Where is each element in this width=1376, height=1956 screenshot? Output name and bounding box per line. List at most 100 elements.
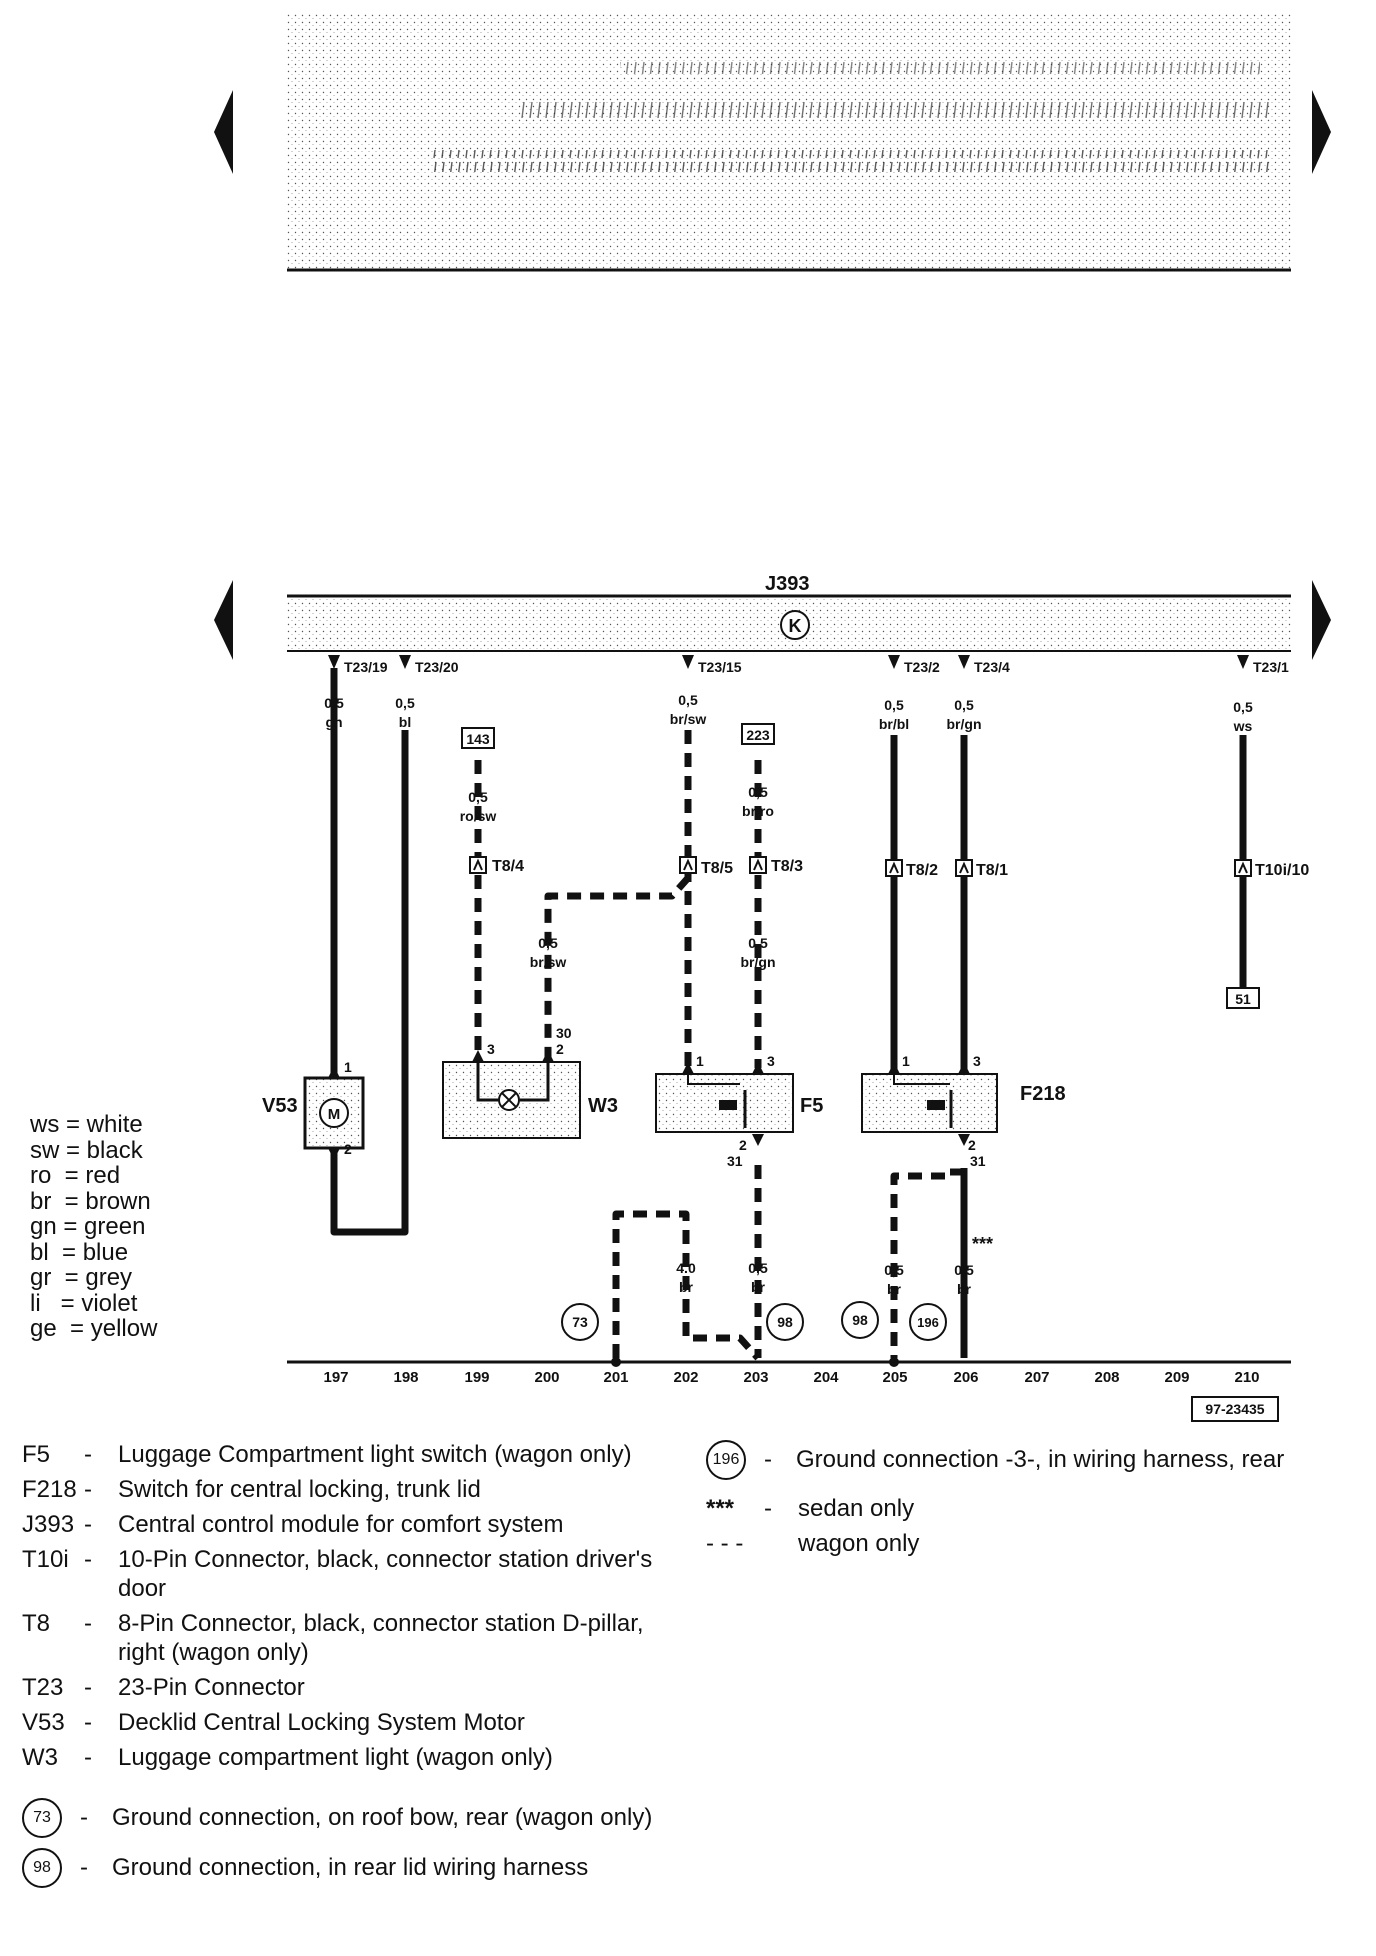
reference-boxes: 143 223 51 [461, 723, 1260, 1009]
motor-icon [319, 1098, 349, 1128]
wire-color: br [751, 1279, 766, 1295]
wire-size: 0,5 [954, 697, 974, 713]
wire-size: 0,5 [748, 935, 768, 951]
pin-number: 3 [487, 1041, 495, 1057]
color-legend-item: sw = black [30, 1136, 143, 1164]
column-number: 203 [743, 1369, 768, 1386]
wire-color: br/gn [741, 954, 776, 970]
legend-description: Ground connection, in rear lid wiring ha… [112, 1854, 589, 1881]
module-j393-bar: K J393 [287, 573, 1291, 652]
legend-description: Ground connection, on roof bow, rear (wa… [112, 1804, 653, 1831]
wire-color: br/bl [879, 716, 909, 732]
legend-description: Central control module for comfort syste… [118, 1511, 564, 1538]
connector-label: T8/4 [492, 858, 524, 875]
legend-code: F5 [22, 1441, 51, 1468]
legend-ground-row: 73 - Ground connection, on roof bow, rea… [22, 1798, 662, 1838]
wire-size: 0,5 [395, 695, 415, 711]
wire-size: 0,5 [538, 935, 558, 951]
legend-separator: - [764, 1495, 772, 1522]
legend-description: 23-Pin Connector [118, 1674, 305, 1701]
column-number: 199 [464, 1369, 489, 1386]
color-abbreviation-legend: ws = white sw = black ro = red br = brow… [30, 1112, 157, 1342]
ground-label: 98 [852, 1312, 868, 1328]
connector-symbol-marks [473, 858, 1248, 874]
legend-description: Switch for central locking, trunk lid [118, 1476, 481, 1503]
pin-label: T23/19 [344, 659, 388, 675]
column-number: 206 [953, 1369, 978, 1386]
column-number: 205 [882, 1369, 907, 1386]
legend-symbol: *** [706, 1495, 735, 1522]
pin-label: T23/4 [974, 659, 1010, 675]
module-j393-label: J393 [765, 573, 810, 595]
wire-size: 4.0 [676, 1260, 696, 1276]
color-legend-item: bl = blue [30, 1238, 129, 1266]
pin-label: T23/20 [415, 659, 459, 675]
legend-separator: - [84, 1744, 92, 1771]
w3-light [442, 1050, 581, 1139]
legend-separator: - [84, 1546, 92, 1573]
ground-circles [561, 1301, 947, 1341]
legend-separator: - [84, 1441, 92, 1468]
legend-code: V53 [22, 1709, 65, 1736]
legend-code: F218 [22, 1476, 77, 1503]
next-page-arrow-icon [1312, 580, 1331, 660]
legend-separator: - [764, 1446, 772, 1473]
legend-description: wagon only [798, 1530, 920, 1557]
ground-label: 196 [917, 1315, 939, 1330]
legend-row: T23 - 23-Pin Connector [22, 1673, 662, 1702]
color-legend-item: gr = grey [30, 1264, 133, 1291]
legend-description: Luggage Compartment light switch (wagon … [118, 1441, 632, 1468]
legend-row: V53 - Decklid Central Locking System Mot… [22, 1708, 662, 1737]
wire-color: br/ro [742, 803, 774, 819]
module-pin-arrows [328, 655, 1249, 669]
column-number: 209 [1164, 1369, 1189, 1386]
figure-id: 97-23435 [1205, 1401, 1264, 1417]
column-number: 202 [673, 1369, 698, 1386]
pin-number: 3 [973, 1053, 981, 1069]
wire-color: br [957, 1281, 972, 1297]
color-legend-item: li = violet [30, 1289, 138, 1317]
top-continuation-band [287, 12, 1291, 272]
k-diagnosis-label: K [789, 616, 802, 636]
wire-size: 0,5 [884, 697, 904, 713]
pin-number: 30 [556, 1025, 572, 1041]
legend-code: T8 [22, 1610, 51, 1637]
wire-color: br [679, 1279, 694, 1295]
pin-number: 31 [970, 1153, 986, 1169]
pin-number: 1 [902, 1053, 910, 1069]
wire-color: br/sw [530, 954, 567, 970]
pin-number: 2 [968, 1137, 976, 1153]
legend-separator: - [80, 1804, 88, 1831]
legend-description: Luggage compartment light (wagon only) [118, 1744, 553, 1771]
legend-description: 10-Pin Connector, black, connector stati… [118, 1546, 653, 1602]
ref-box-label: 143 [466, 731, 490, 747]
wire-size: 0,5 [748, 784, 768, 800]
column-number: 207 [1024, 1369, 1049, 1386]
legend-description: Ground connection -3-, in wiring harness… [796, 1446, 1285, 1473]
connector-label: T10i/10 [1255, 862, 1309, 879]
dashed-wires [474, 730, 964, 1361]
wire-labels: 0,5 gn 0,5 bl 0,5 br/sw 0,5 br/bl 0,5 br… [324, 692, 1253, 1297]
wire-color: ws [1233, 718, 1253, 734]
legend-separator: - [84, 1674, 92, 1701]
color-legend-item: br = brown [30, 1187, 151, 1215]
wire-size: 0,5 [468, 789, 488, 805]
component-label-f218: F218 [1020, 1083, 1066, 1105]
legend-ground-row: 98 - Ground connection, in rear lid wiri… [22, 1848, 662, 1888]
connector-label: T8/3 [771, 858, 803, 875]
legend-ground-row: 196 - Ground connection -3-, in wiring h… [706, 1440, 1366, 1480]
wire-size: 0,5 [1233, 699, 1253, 715]
connector-label: T8/2 [906, 862, 938, 879]
pin-number: 1 [344, 1059, 352, 1075]
legend-separator: - [84, 1511, 92, 1538]
sedan-only-mark: *** [972, 1234, 993, 1254]
legend-code: W3 [22, 1744, 58, 1771]
pin-number: 1 [696, 1053, 704, 1069]
pin-number: 2 [344, 1141, 352, 1157]
column-number: 197 [323, 1369, 348, 1386]
color-legend-item: ge = yellow [30, 1315, 158, 1342]
ground-and-symbol-legend: 196 - Ground connection -3-, in wiring h… [706, 1440, 1366, 1564]
legend-row: - - - wagon only [706, 1529, 1366, 1558]
color-legend-item: ws = white [30, 1111, 143, 1138]
legend-row: *** - sedan only [706, 1494, 1366, 1523]
